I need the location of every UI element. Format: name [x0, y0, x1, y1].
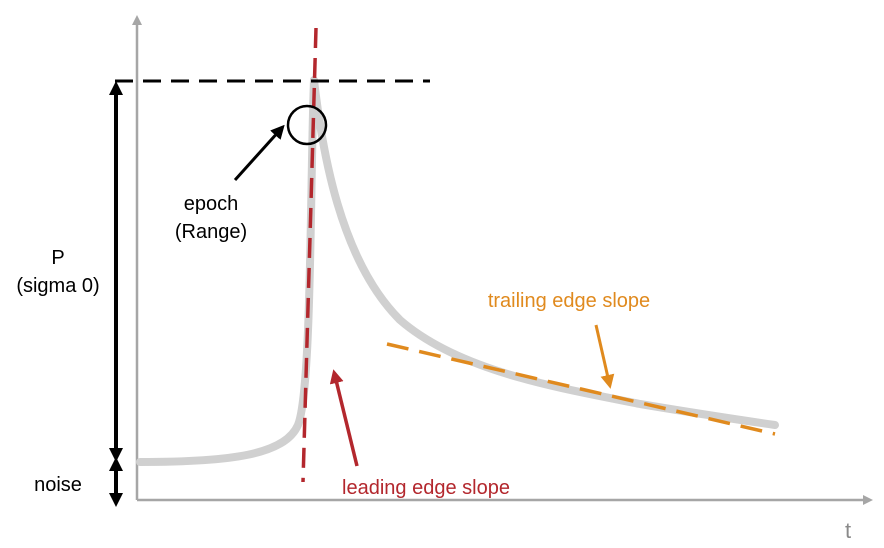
epoch-arrow	[233, 124, 285, 182]
trailing-edge-arrow	[594, 324, 615, 389]
power-label: P	[51, 247, 64, 269]
waveform-curve	[136, 76, 779, 466]
epoch-sublabel: (Range)	[175, 221, 247, 243]
epoch-marker-circle	[286, 104, 328, 146]
leading-edge-label: leading edge slope	[342, 477, 510, 499]
power-sublabel: (sigma 0)	[16, 275, 99, 297]
trailing-edge-label: trailing edge slope	[488, 290, 650, 312]
epoch-label: epoch	[184, 193, 239, 215]
time-axis-label: t	[845, 518, 851, 543]
leading-edge-slope-line	[301, 27, 318, 483]
noise-label: noise	[34, 474, 82, 496]
leading-edge-arrow	[329, 369, 359, 467]
trailing-edge-slope-line	[386, 342, 776, 436]
